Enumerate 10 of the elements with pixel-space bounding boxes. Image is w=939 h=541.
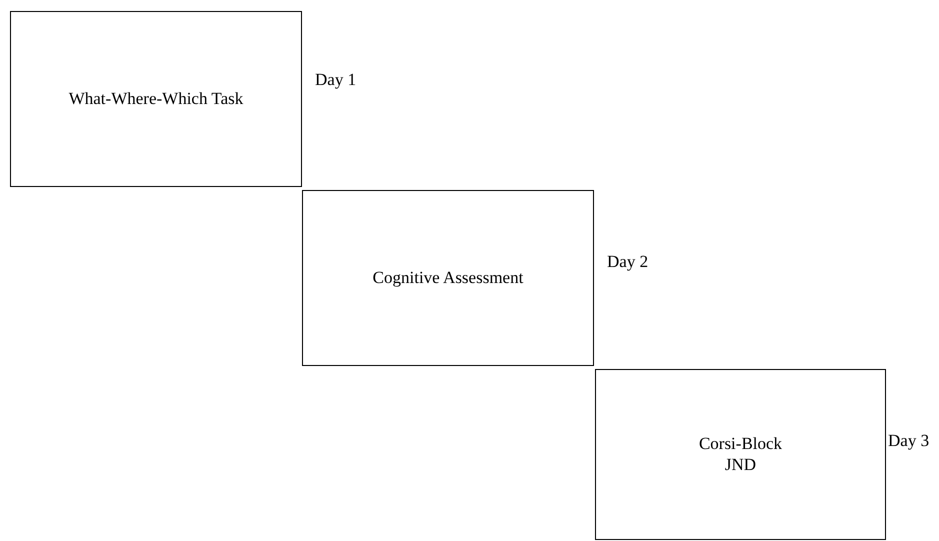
task-box <box>302 190 594 366</box>
task-label: Cognitive Assessment <box>372 268 524 288</box>
task-label: JND <box>724 454 756 475</box>
task-label: What-Where-Which Task <box>68 88 244 110</box>
day-label: Day 1 <box>315 70 356 90</box>
task-box <box>10 11 302 187</box>
task-label: Corsi-Block <box>698 434 782 454</box>
day-label: Day 3 <box>888 431 930 451</box>
task-box <box>595 369 886 540</box>
day-label: Day 2 <box>607 252 648 272</box>
